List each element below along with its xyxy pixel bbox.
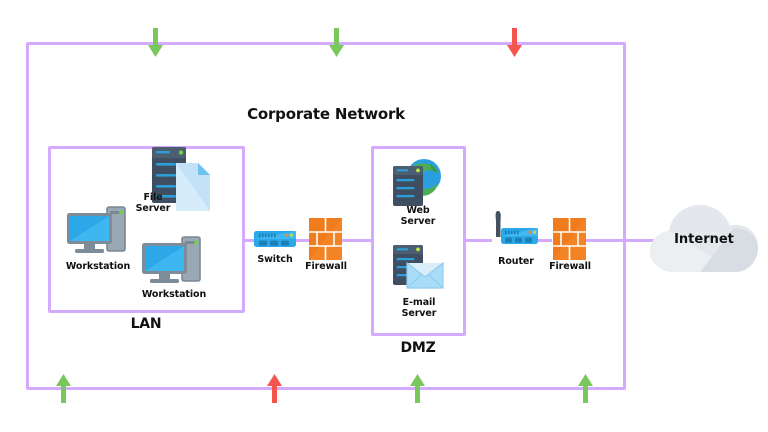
zone-label-lan: LAN [130,316,162,332]
page-title: Corporate Network [247,105,405,123]
traffic-arrow-down-allowed-2[interactable] [328,28,345,58]
web-server-icon[interactable] [391,158,445,210]
link-switch-to-firewall-inner [295,239,309,242]
router-label: Router [498,256,534,267]
switch-icon[interactable] [254,228,296,251]
workstation-icon[interactable] [65,203,131,259]
workstation-2-label: Workstation [141,289,207,300]
traffic-arrow-up-allowed-1[interactable] [55,374,72,404]
switch-label: Switch [257,254,293,265]
firewall-icon[interactable] [553,218,586,260]
zone-box-lan[interactable] [48,146,245,313]
link-dmz-to-router [466,239,492,242]
zone-box-corporate-network[interactable] [26,42,626,390]
web-server-label: Web Server [400,205,436,227]
email-server-label: E-mail Server [401,297,437,319]
zone-label-dmz: DMZ [400,340,436,356]
traffic-arrow-up-blocked-1[interactable] [266,374,283,404]
traffic-arrow-down-blocked-1[interactable] [506,28,523,58]
internet-label: Internet [674,232,734,247]
link-firewall-outer-to-internet [586,239,670,242]
traffic-arrow-up-allowed-3[interactable] [577,374,594,404]
zone-box-dmz[interactable] [371,146,466,336]
file-server-label: File Server [135,192,171,214]
router-icon[interactable] [492,209,540,251]
firewall-icon[interactable] [309,218,342,260]
traffic-arrow-up-allowed-2[interactable] [409,374,426,404]
email-server-icon[interactable] [391,243,445,293]
link-firewall-inner-to-dmz [341,239,371,242]
link-router-to-firewall-outer [538,239,552,242]
workstation-icon[interactable] [140,233,206,289]
traffic-arrow-down-allowed-1[interactable] [147,28,164,58]
workstation-1-label: Workstation [65,261,131,272]
firewall-inner-label: Firewall [305,261,347,272]
cloud-icon[interactable] [648,196,760,286]
file-server-icon[interactable] [150,145,212,217]
firewall-outer-label: Firewall [549,261,591,272]
